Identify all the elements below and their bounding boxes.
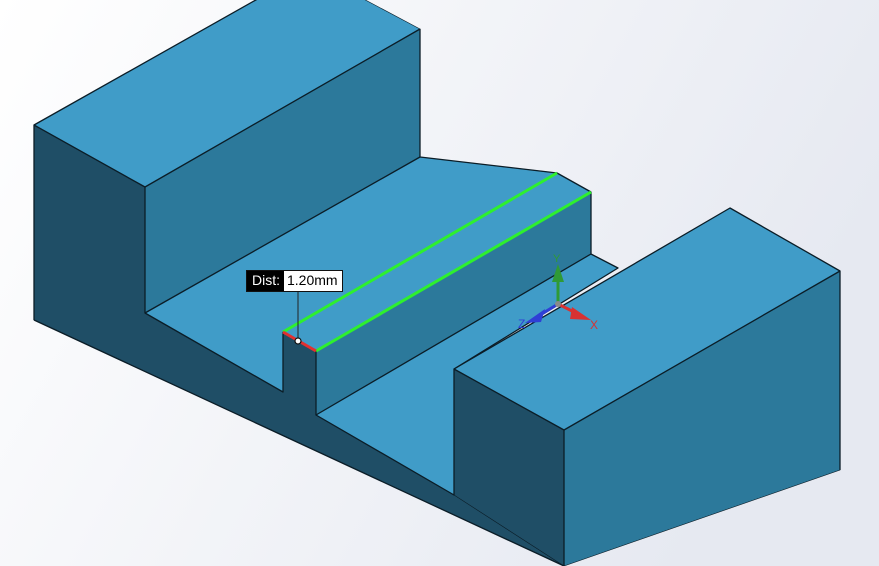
distance-value: 1.20mm: [284, 271, 342, 291]
z-axis-label: Z: [518, 317, 525, 331]
triad-origin: [555, 301, 561, 307]
reference-triad[interactable]: X Y Z: [518, 253, 598, 332]
measurement-leader: [294, 290, 302, 345]
x-axis-label: X: [590, 318, 598, 332]
y-axis-label: Y: [553, 253, 561, 265]
part-body[interactable]: [33, 0, 841, 566]
distance-label: Dist:: [247, 271, 284, 291]
selected-rib-back-edge[interactable]: [282, 171, 558, 334]
x-arrow-icon: [570, 307, 591, 320]
selected-rib-front-edge[interactable]: [315, 190, 592, 353]
distance-measurement-callout[interactable]: Dist: 1.20mm: [246, 270, 343, 292]
z-arrow-icon: [525, 309, 545, 323]
y-arrow-icon: [552, 264, 564, 282]
